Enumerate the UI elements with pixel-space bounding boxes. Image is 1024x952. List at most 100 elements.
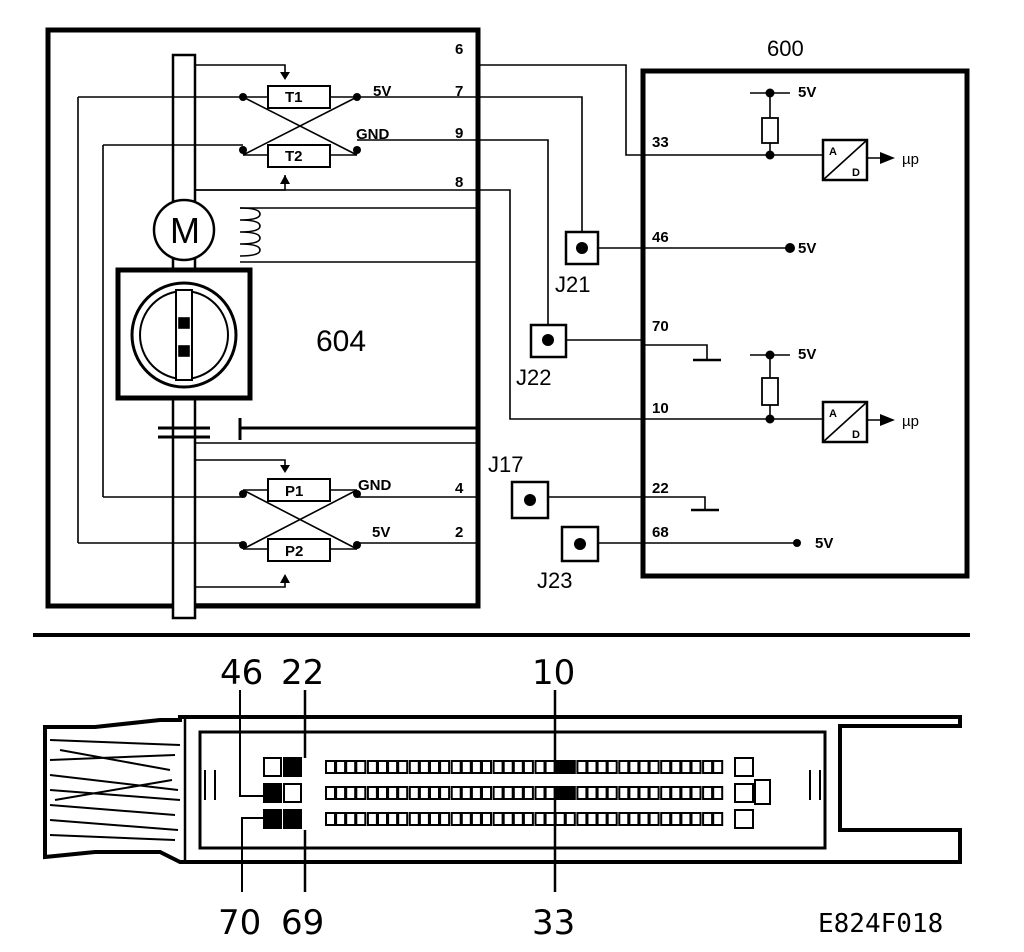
connector-pin (534, 760, 546, 774)
connector-pin (429, 812, 440, 826)
connector-pin (335, 760, 347, 774)
connector-pin (534, 786, 546, 800)
connector-pin (366, 786, 378, 800)
connector-pin (638, 812, 650, 826)
connector-pin (576, 812, 588, 826)
connector-pin (377, 812, 388, 826)
connector-pin (702, 760, 714, 774)
connector-pin (690, 812, 702, 826)
connector-pin (283, 783, 302, 803)
junction-j23 (560, 525, 600, 563)
connector-pin (660, 760, 672, 774)
connector-pin (554, 786, 566, 800)
connector-pin (429, 760, 440, 774)
supply-label-pullup-2: 5V (798, 346, 816, 363)
connector-pin (460, 812, 472, 826)
connector-pin (325, 760, 336, 774)
connector-pin (586, 786, 598, 800)
connector-pin (345, 786, 357, 800)
connector-pin (670, 760, 682, 774)
connector-pin (502, 760, 514, 774)
connector-pin (522, 786, 534, 800)
micro-label-2: µp (902, 413, 919, 430)
connector-pin (576, 786, 588, 800)
connector-label-10: 10 (532, 653, 575, 693)
supply-label-p2: 5V (372, 524, 390, 541)
connector-pin (450, 760, 462, 774)
junction-j21-label: J21 (555, 272, 590, 297)
sensor-t2 (267, 144, 331, 168)
connector-pin (702, 786, 714, 800)
connector-pin (670, 786, 682, 800)
connector-pin (534, 812, 546, 826)
connector-label-70: 70 (218, 903, 261, 943)
connector-pin (680, 760, 692, 774)
sensor-p2-label: P2 (285, 543, 303, 560)
module-604-box (45, 27, 481, 609)
connector-pin (492, 760, 504, 774)
ground-label-p: GND (358, 477, 392, 494)
adc-2-bottom: D (852, 429, 860, 441)
connector-pin (734, 757, 754, 777)
connector-pin (586, 760, 598, 774)
sensor-p1-label: P1 (285, 483, 303, 500)
connector-pin (345, 760, 357, 774)
connector-label-69: 69 (281, 903, 324, 943)
pin-4: 4 (455, 480, 464, 497)
connector-pin (263, 783, 282, 803)
connector-pin (355, 786, 367, 800)
connector-pin (680, 812, 692, 826)
connector-pin (596, 812, 608, 826)
ground-label-t: GND (356, 126, 390, 143)
connector-pin (470, 812, 482, 826)
connector-pin (408, 786, 420, 800)
connector-pin (325, 812, 336, 826)
connector-pin (460, 760, 472, 774)
connector-pin (283, 809, 302, 829)
connector-pin (492, 786, 504, 800)
connector-pin (408, 812, 420, 826)
pin-9: 9 (455, 125, 463, 142)
connector-pin (470, 786, 482, 800)
connector-pin (522, 760, 534, 774)
connector-pin (628, 812, 640, 826)
pin-33: 33 (652, 134, 669, 151)
connector-pin (712, 786, 724, 800)
connector-label-33: 33 (532, 903, 575, 943)
connector-pin (702, 812, 714, 826)
connector-pin (754, 779, 771, 805)
connector-pin (366, 812, 378, 826)
sensor-t1-label: T1 (285, 89, 303, 106)
micro-label-1: µp (902, 151, 919, 168)
connector-pin (576, 760, 588, 774)
connector-label-46: 46 (220, 653, 263, 693)
junction-j17-label: J17 (488, 452, 523, 477)
connector-pin (712, 760, 724, 774)
figure-code: E824F018 (818, 909, 943, 939)
supply-label-68: 5V (815, 535, 833, 552)
connector-pin (387, 760, 399, 774)
connector-pin (596, 760, 608, 774)
supply-label-pullup-1: 5V (798, 84, 816, 101)
connector-pin (512, 760, 524, 774)
connector-pin (450, 786, 462, 800)
connector-pin (502, 786, 514, 800)
connector-pin (335, 786, 347, 800)
junction-j22-label: J22 (516, 365, 551, 390)
connector-pin (734, 809, 754, 829)
connector-pin (439, 812, 451, 826)
connector-pin (638, 760, 650, 774)
connector-pin (648, 760, 660, 774)
connector-pin (481, 786, 492, 800)
connector-pin (283, 757, 302, 777)
connector-pin (564, 760, 576, 774)
module-600-label: 600 (767, 36, 804, 61)
connector-pin (263, 809, 282, 829)
connector-pin (564, 812, 576, 826)
connector-pin (712, 812, 724, 826)
connector-pin (618, 760, 630, 774)
connector-pin (586, 812, 598, 826)
connector-pin (397, 812, 409, 826)
connector-pin (606, 760, 618, 774)
